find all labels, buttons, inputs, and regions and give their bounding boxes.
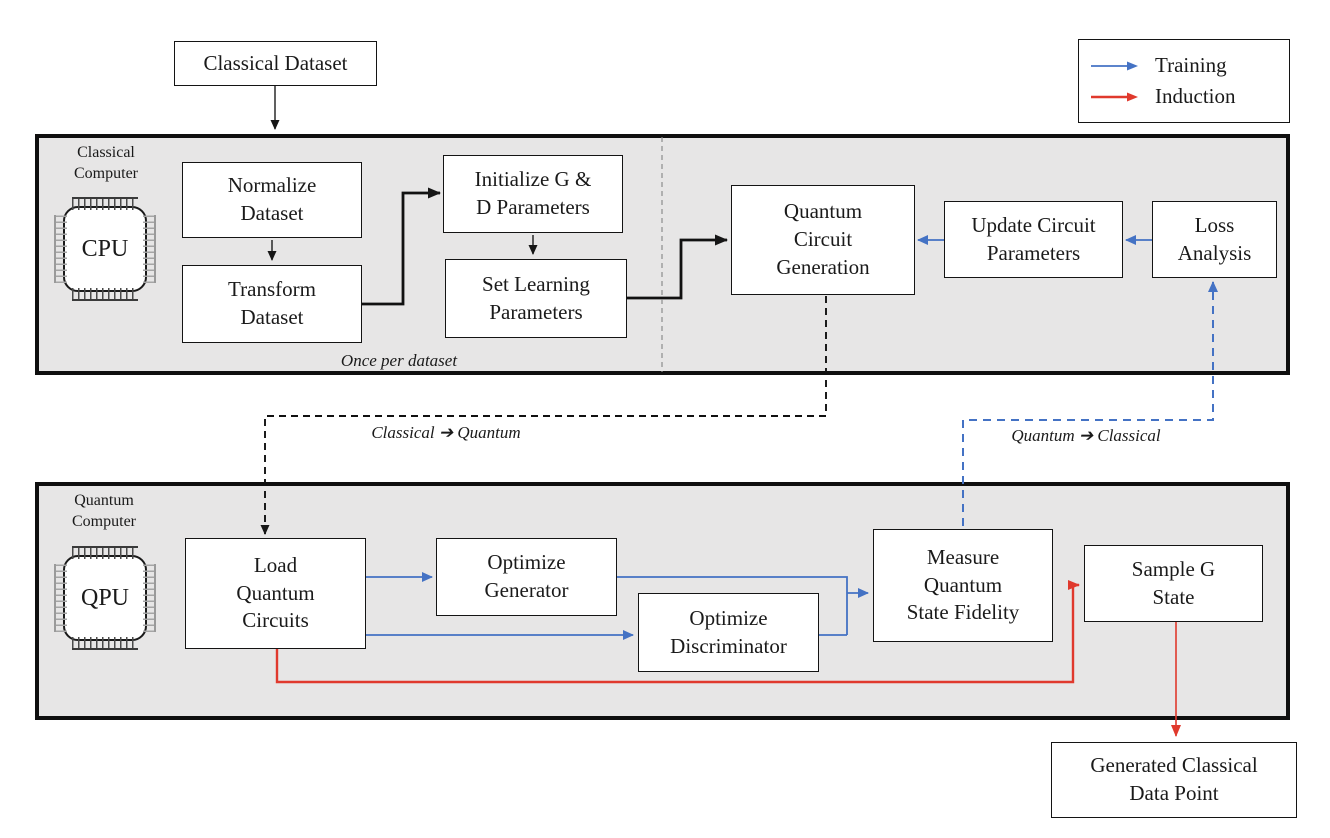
box-label-line: D Parameters: [476, 195, 590, 219]
box-label-line: Data Point: [1129, 781, 1219, 805]
box-label-line: Quantum: [783, 199, 863, 224]
box-label-line: State Fidelity: [906, 600, 1020, 625]
box-load-quantum-circuits: Load Quantum Circuits: [185, 538, 366, 649]
box-label-line: Parameters: [986, 240, 1081, 265]
box-label-line: Dataset: [240, 201, 304, 225]
box-classical-dataset: Classical Dataset: [174, 41, 377, 86]
chip-pins: [54, 215, 67, 283]
induction-arrow-icon: [1091, 92, 1138, 101]
box-update-circuit-parameters: Update Circuit Parameters: [944, 201, 1123, 278]
cpu-chip-icon: CPU: [54, 197, 156, 301]
box-label-line: Optimize: [487, 550, 566, 575]
box-label-line: Circuits: [242, 608, 309, 633]
box-label-line: Parameters: [489, 299, 583, 324]
box-normalize-dataset: Normalize Dataset: [182, 162, 362, 238]
box-label-line: Update Circuit: [971, 212, 1096, 237]
chip-pins: [72, 197, 138, 210]
title-line: Quantum: [74, 492, 134, 509]
box-label-line: Discriminator: [670, 633, 787, 658]
box-label-line: Sample G: [1131, 556, 1216, 581]
box-label-line: Quantum: [236, 580, 315, 605]
title-line: Computer: [72, 512, 136, 530]
box-label-line: Analysis: [1177, 240, 1252, 265]
legend-row-induction: Induction: [1089, 84, 1279, 109]
box-label-line: Loss: [1194, 212, 1235, 237]
classical-computer-title: Classical Computer: [46, 143, 166, 185]
once-per-dataset-note: Once per dataset: [340, 351, 458, 370]
quantum-to-classical-label: Quantum ➔ Classical: [1011, 426, 1161, 445]
chip-pins: [72, 288, 138, 301]
box-label-line: Generator: [484, 578, 569, 602]
training-arrow-icon: [1091, 61, 1138, 70]
box-label-line: Optimize: [689, 605, 768, 630]
box-label-line: Transform: [228, 277, 316, 302]
title-line: Classical: [77, 144, 135, 161]
cpu-label: CPU: [81, 235, 129, 262]
box-label-line: Generation: [776, 254, 870, 279]
box-quantum-circuit-generation: Quantum Circuit Generation: [731, 185, 915, 295]
cpu-chip-body: CPU: [54, 197, 156, 301]
box-label-line: Measure: [926, 544, 1000, 569]
qpu-label: QPU: [80, 584, 129, 611]
box-label-line: Normalize: [227, 173, 317, 198]
box-label-line: Quantum: [923, 572, 1003, 597]
box-measure-quantum-state-fidelity: Measure Quantum State Fidelity: [873, 529, 1053, 642]
box-label-line: Generated Classical: [1090, 753, 1258, 778]
chip-pins: [72, 546, 138, 559]
box-label-line: Classical Dataset: [203, 50, 348, 75]
title-line: Computer: [74, 164, 138, 182]
classical-to-quantum-label: Classical ➔ Quantum: [371, 423, 521, 442]
box-optimize-discriminator: Optimize Discriminator: [638, 593, 819, 672]
legend-row-training: Training: [1089, 53, 1279, 78]
chip-pins: [143, 564, 156, 632]
legend-label-training: Training: [1155, 53, 1227, 77]
box-label-line: State: [1152, 584, 1195, 609]
box-label-line: Circuit: [793, 227, 853, 252]
box-initialize-gd-parameters: Initialize G & D Parameters: [443, 155, 623, 233]
box-label-line: Set Learning: [482, 271, 590, 296]
box-label-line: Load: [253, 552, 298, 577]
box-label-line: Initialize G &: [474, 167, 592, 192]
quantum-computer-title: Quantum Computer: [44, 491, 164, 533]
box-transform-dataset: Transform Dataset: [182, 265, 362, 343]
box-loss-analysis: Loss Analysis: [1152, 201, 1277, 278]
box-sample-g-state: Sample G State: [1084, 545, 1263, 622]
legend-label-induction: Induction: [1155, 84, 1236, 108]
box-label-line: Dataset: [240, 305, 304, 329]
qpu-chip-body: QPU: [54, 546, 156, 650]
chip-pins: [72, 637, 138, 650]
chip-pins: [143, 215, 156, 283]
qpu-chip-icon: QPU: [54, 546, 156, 650]
box-set-learning-parameters: Set Learning Parameters: [445, 259, 627, 338]
box-optimize-generator: Optimize Generator: [436, 538, 617, 616]
legend: Training Induction: [1078, 39, 1290, 123]
box-generated-classical-data-point: Generated Classical Data Point: [1051, 742, 1297, 818]
chip-pins: [54, 564, 67, 632]
